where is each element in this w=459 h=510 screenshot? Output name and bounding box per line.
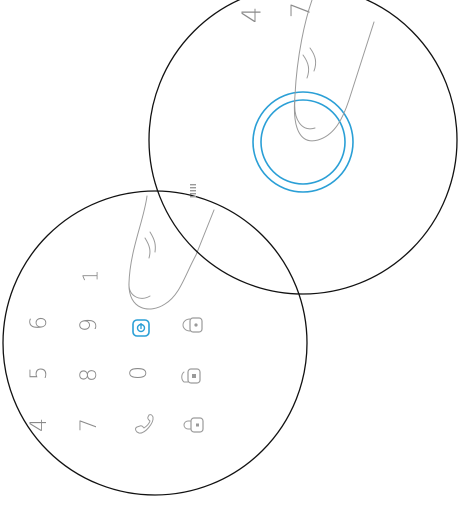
- phone-icon[interactable]: [136, 415, 154, 433]
- finger-on-sensor: [294, 0, 374, 141]
- key-5[interactable]: 5: [27, 366, 52, 380]
- keypad-panel: [3, 191, 307, 495]
- zoom-panel: [149, 0, 457, 294]
- fingerprint-ring-inner: [261, 100, 345, 184]
- key-8[interactable]: 8: [77, 368, 102, 382]
- zoom-key-7: 7: [287, 2, 317, 19]
- home-lock-icon[interactable]: [182, 369, 200, 383]
- key-4[interactable]: 4: [27, 418, 52, 432]
- key-7[interactable]: 7: [77, 418, 102, 432]
- key-1[interactable]: 1: [79, 270, 103, 283]
- fingerprint-lock-icon[interactable]: [133, 320, 149, 336]
- fingerprint-ring-outer: [253, 92, 353, 192]
- keypad-keys: 4 5 6 7 8 9 0 1: [27, 270, 152, 432]
- key-6[interactable]: 6: [27, 316, 52, 330]
- away-lock-icon[interactable]: [184, 418, 203, 432]
- lock-icon[interactable]: [183, 318, 202, 332]
- key-9[interactable]: 9: [77, 318, 102, 332]
- zoom-key-4: 4: [238, 7, 268, 24]
- finger-on-keypad: [129, 196, 214, 309]
- key-0[interactable]: 0: [127, 366, 152, 380]
